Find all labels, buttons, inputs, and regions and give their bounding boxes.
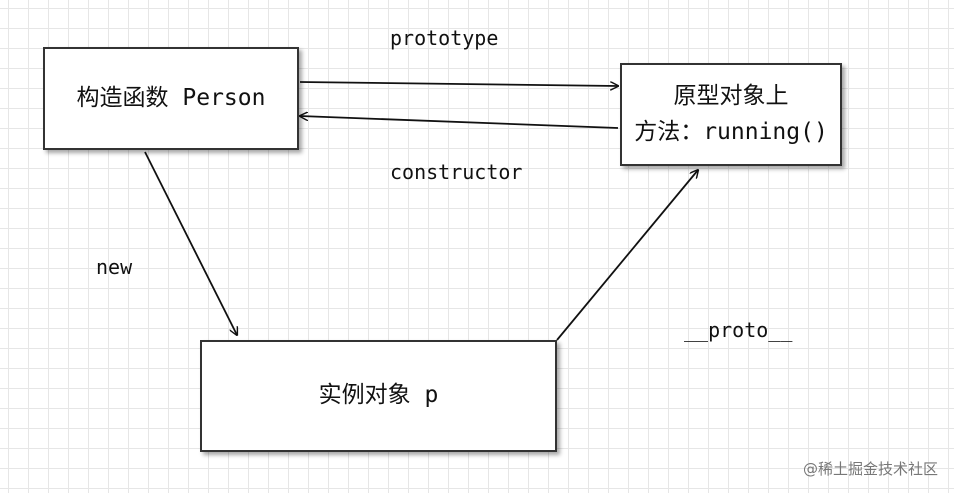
prototype-box-line1: 原型对象上 xyxy=(673,82,789,109)
prototype-arrow xyxy=(299,81,618,86)
instance-box-label: 实例对象 p xyxy=(318,382,439,409)
constructor-edge-label: constructor xyxy=(390,160,523,184)
prototype-box-line2: 方法：running() xyxy=(634,118,828,145)
constructor-box: 构造函数 Person xyxy=(43,47,299,150)
new-arrow xyxy=(144,151,237,335)
watermark: @稀土掘金技术社区 xyxy=(802,460,938,478)
constructor-arrow xyxy=(300,116,619,129)
prototype-object-box: 原型对象上 方法：running() xyxy=(620,63,842,166)
new-edge-label: new xyxy=(96,255,133,279)
prototype-edge-label: prototype xyxy=(390,26,499,50)
proto-arrow xyxy=(556,170,698,341)
constructor-box-label: 构造函数 Person xyxy=(76,84,266,111)
proto-edge-label: __proto__ xyxy=(684,318,793,342)
instance-box: 实例对象 p xyxy=(200,340,557,452)
